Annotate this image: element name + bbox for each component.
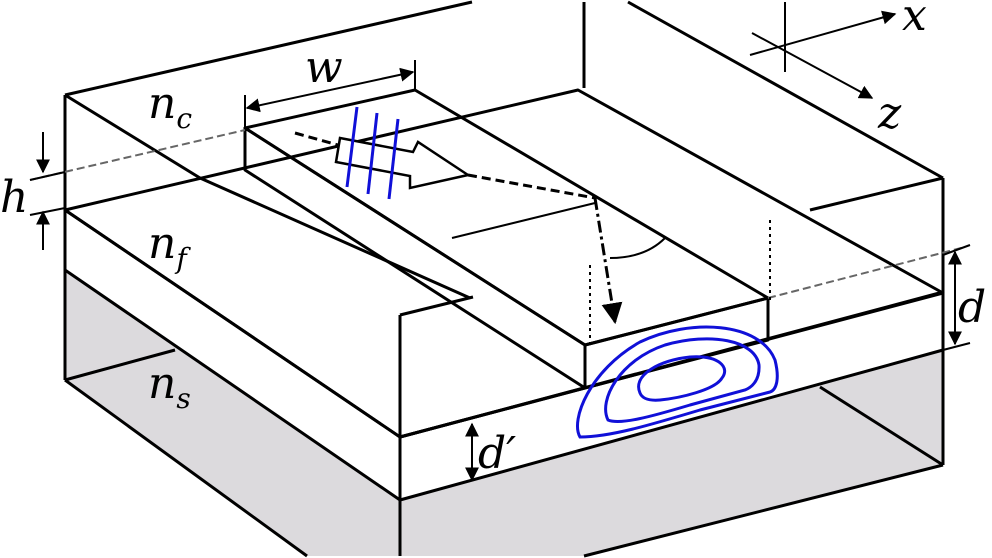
rib-top-surface — [243, 88, 770, 347]
surface-normal-line — [451, 202, 596, 239]
ray-incident — [294, 131, 346, 149]
wave-direction-arrow — [334, 136, 472, 190]
ray-to-wall — [467, 173, 596, 200]
mode-field-contours — [576, 325, 779, 439]
ray-reflected-arrow — [593, 197, 623, 325]
label-n-f: nf — [148, 218, 191, 275]
label-n-s: ns — [148, 358, 191, 415]
label-z-axis: z — [877, 88, 902, 139]
coordinate-axes — [749, 2, 897, 99]
d-level-dashed-line — [767, 246, 966, 299]
wavefront-lines — [345, 106, 400, 200]
angle-arc — [609, 237, 666, 259]
cladding-box — [63, 0, 945, 558]
label-d: d — [958, 282, 986, 333]
label-w: w — [305, 42, 343, 93]
label-x-axis: x — [902, 0, 927, 41]
d-dimension — [942, 244, 971, 351]
h-dimension — [29, 132, 66, 250]
h-level-dashed-line — [29, 129, 246, 181]
label-h: h — [0, 172, 28, 223]
label-d-prime: d′ — [478, 428, 516, 479]
substrate-front-face — [400, 350, 943, 556]
film-front-edge — [399, 386, 586, 439]
label-n-c: nc — [148, 78, 192, 135]
substrate-left-face — [65, 270, 400, 556]
w-dimension — [244, 60, 416, 128]
